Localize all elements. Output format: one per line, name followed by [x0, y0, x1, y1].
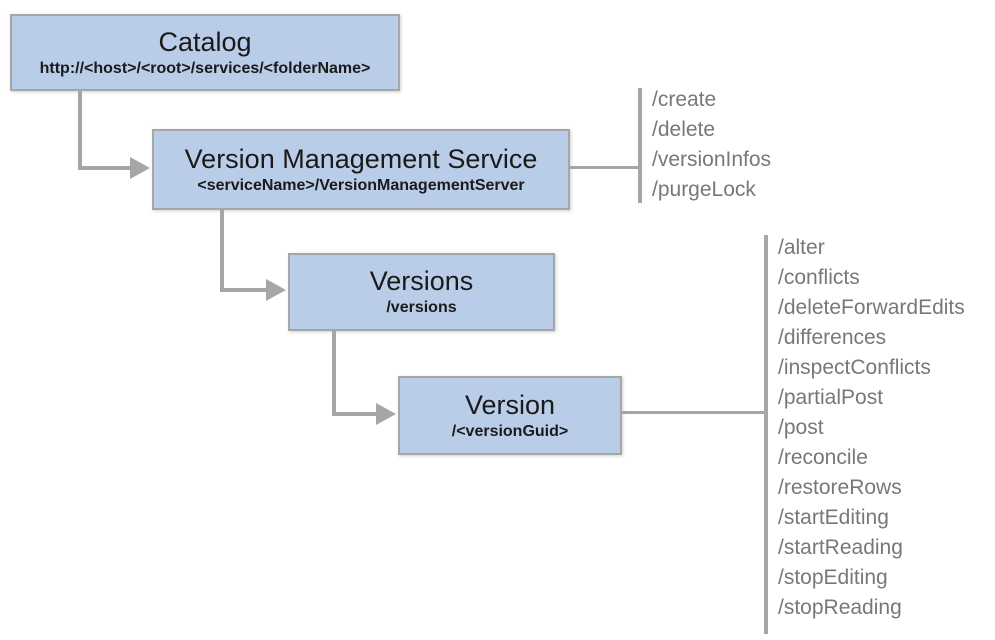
method-item: /create	[652, 88, 717, 111]
method-item: /partialPost	[778, 386, 884, 409]
node-catalog: Catalog http://<host>/<root>/services/<f…	[10, 14, 400, 91]
node-version-management-service: Version Management Service <serviceName>…	[152, 129, 570, 210]
connector-versions-version-vertical	[332, 331, 336, 416]
method-item: /alter	[778, 236, 825, 259]
node-vms-title: Version Management Service	[184, 143, 538, 174]
method-item: /inspectConflicts	[778, 356, 931, 379]
arrow-right-icon	[376, 403, 396, 425]
version-methods-bracket-bar	[764, 235, 768, 634]
method-item: /versionInfos	[652, 148, 772, 171]
node-versions: Versions /versions	[288, 253, 555, 331]
connector-versions-version-horizontal	[332, 412, 376, 416]
method-item: /deleteForwardEdits	[778, 296, 965, 319]
arrow-right-icon	[130, 157, 150, 179]
connector-catalog-vms-vertical	[78, 91, 82, 170]
method-item: /purgeLock	[652, 178, 756, 201]
connector-vms-versions-horizontal	[220, 288, 266, 292]
methods-list-version: /alter /conflicts /deleteForwardEdits /d…	[778, 233, 965, 623]
method-item: /startReading	[778, 536, 903, 559]
connector-version-methods-horizontal	[622, 411, 764, 414]
method-item: /restoreRows	[778, 476, 902, 499]
node-vms-subtitle: <serviceName>/VersionManagementServer	[197, 176, 525, 194]
method-item: /stopEditing	[778, 566, 888, 589]
arrow-right-icon	[266, 279, 286, 301]
node-catalog-subtitle: http://<host>/<root>/services/<folderNam…	[39, 59, 371, 77]
method-item: /reconcile	[778, 446, 868, 469]
connector-vms-methods-horizontal	[570, 166, 638, 169]
method-item: /conflicts	[778, 266, 860, 289]
method-item: /delete	[652, 118, 716, 141]
method-item: /startEditing	[778, 506, 889, 529]
node-catalog-title: Catalog	[158, 26, 252, 57]
node-version: Version /<versionGuid>	[398, 376, 622, 455]
connector-catalog-vms-horizontal	[78, 166, 130, 170]
node-versions-title: Versions	[369, 266, 474, 296]
node-version-title: Version	[464, 389, 556, 420]
node-versions-subtitle: /versions	[386, 299, 457, 316]
node-version-subtitle: /<versionGuid>	[451, 422, 569, 440]
methods-list-vms: /create /delete /versionInfos /purgeLock	[652, 85, 771, 205]
method-item: /post	[778, 416, 824, 439]
connector-vms-versions-vertical	[220, 209, 224, 292]
method-item: /differences	[778, 326, 887, 349]
vms-methods-bracket-bar	[638, 88, 642, 203]
method-item: /stopReading	[778, 596, 902, 619]
